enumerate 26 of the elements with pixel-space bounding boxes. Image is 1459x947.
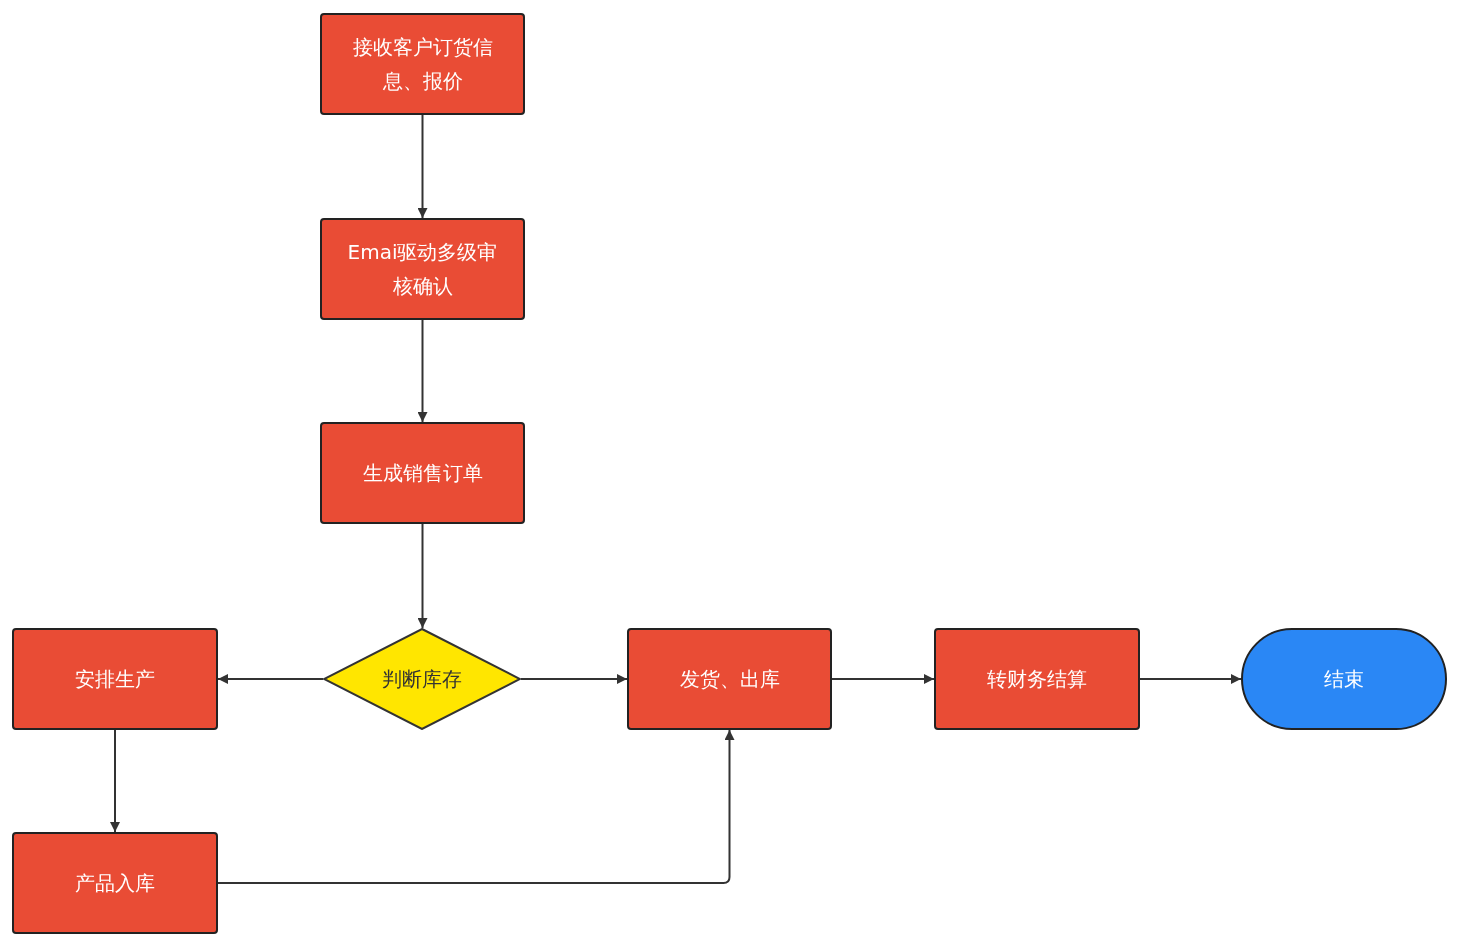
arrow [1139,674,1242,684]
decision-diamond [323,628,521,730]
arrow [110,729,120,833]
arrow [417,523,428,629]
process-box [627,628,832,730]
process-box [12,628,218,730]
process-box [320,13,525,115]
arrow [417,319,428,423]
arrow [520,674,628,684]
node-label: 产品入库 [75,870,155,897]
node-label: 生成销售订单 [362,460,483,487]
node-label: 转财务结算 [987,666,1087,693]
node-label: 安排生产 [75,666,155,693]
process-box [12,832,218,934]
arrow [417,114,428,219]
node-label: 接收客户订货信息、报价 [351,34,494,95]
node-label: 发货、出库 [679,666,780,693]
arrow [217,729,735,884]
arrow [831,674,935,684]
arrow [217,674,324,684]
node-label: Emai驱动多级审核确认 [346,239,499,300]
node-label: 判断库存 [382,666,462,693]
process-box [934,628,1140,730]
process-box [320,422,525,524]
node-label: 结束 [1324,666,1364,693]
process-box [320,218,525,320]
